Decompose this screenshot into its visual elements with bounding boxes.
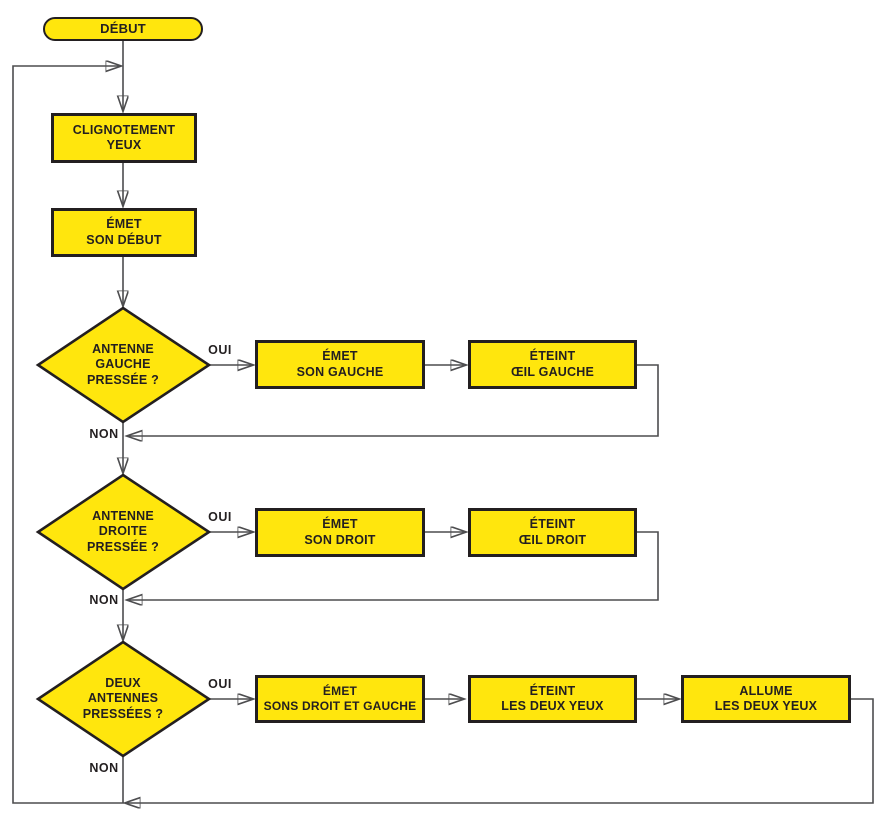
label-non-3: NON bbox=[89, 761, 119, 775]
edge-loop-return bbox=[125, 698, 874, 803]
process-sound-both: ÉMET SONS DROIT ET GAUCHE bbox=[255, 675, 425, 723]
decision-both-antennas-label: DEUX ANTENNES PRESSÉES ? bbox=[82, 675, 164, 721]
process-off-left-eye: ÉTEINT ŒIL GAUCHE bbox=[468, 340, 637, 389]
label-oui-3: OUI bbox=[208, 677, 232, 691]
process-sound-start: ÉMET SON DÉBUT bbox=[51, 208, 197, 257]
label-non-2: NON bbox=[89, 593, 119, 607]
decision-left-antenna-label: ANTENNE GAUCHE PRESSÉE ? bbox=[87, 341, 159, 387]
edge-row2-return bbox=[127, 531, 659, 600]
edge-loop-left bbox=[12, 66, 124, 804]
label-non-1: NON bbox=[89, 427, 119, 441]
process-on-both-eyes: ALLUME LES DEUX YEUX bbox=[681, 675, 851, 723]
process-sound-left: ÉMET SON GAUCHE bbox=[255, 340, 425, 389]
edge-row1-return bbox=[127, 364, 659, 436]
label-oui-1: OUI bbox=[208, 343, 232, 357]
process-blink-eyes: CLIGNOTEMENT YEUX bbox=[51, 113, 197, 163]
label-oui-2: OUI bbox=[208, 510, 232, 524]
process-off-right-eye: ÉTEINT ŒIL DROIT bbox=[468, 508, 637, 557]
process-off-both-eyes: ÉTEINT LES DEUX YEUX bbox=[468, 675, 637, 723]
decision-right-antenna-label: ANTENNE DROITE PRESSÉE ? bbox=[87, 508, 159, 554]
process-sound-right: ÉMET SON DROIT bbox=[255, 508, 425, 557]
decision-both-antennas-shape bbox=[35, 640, 212, 758]
decision-left-antenna-shape bbox=[35, 306, 212, 424]
decision-right-antenna-shape bbox=[35, 473, 212, 591]
start-terminator: DÉBUT bbox=[43, 17, 203, 41]
